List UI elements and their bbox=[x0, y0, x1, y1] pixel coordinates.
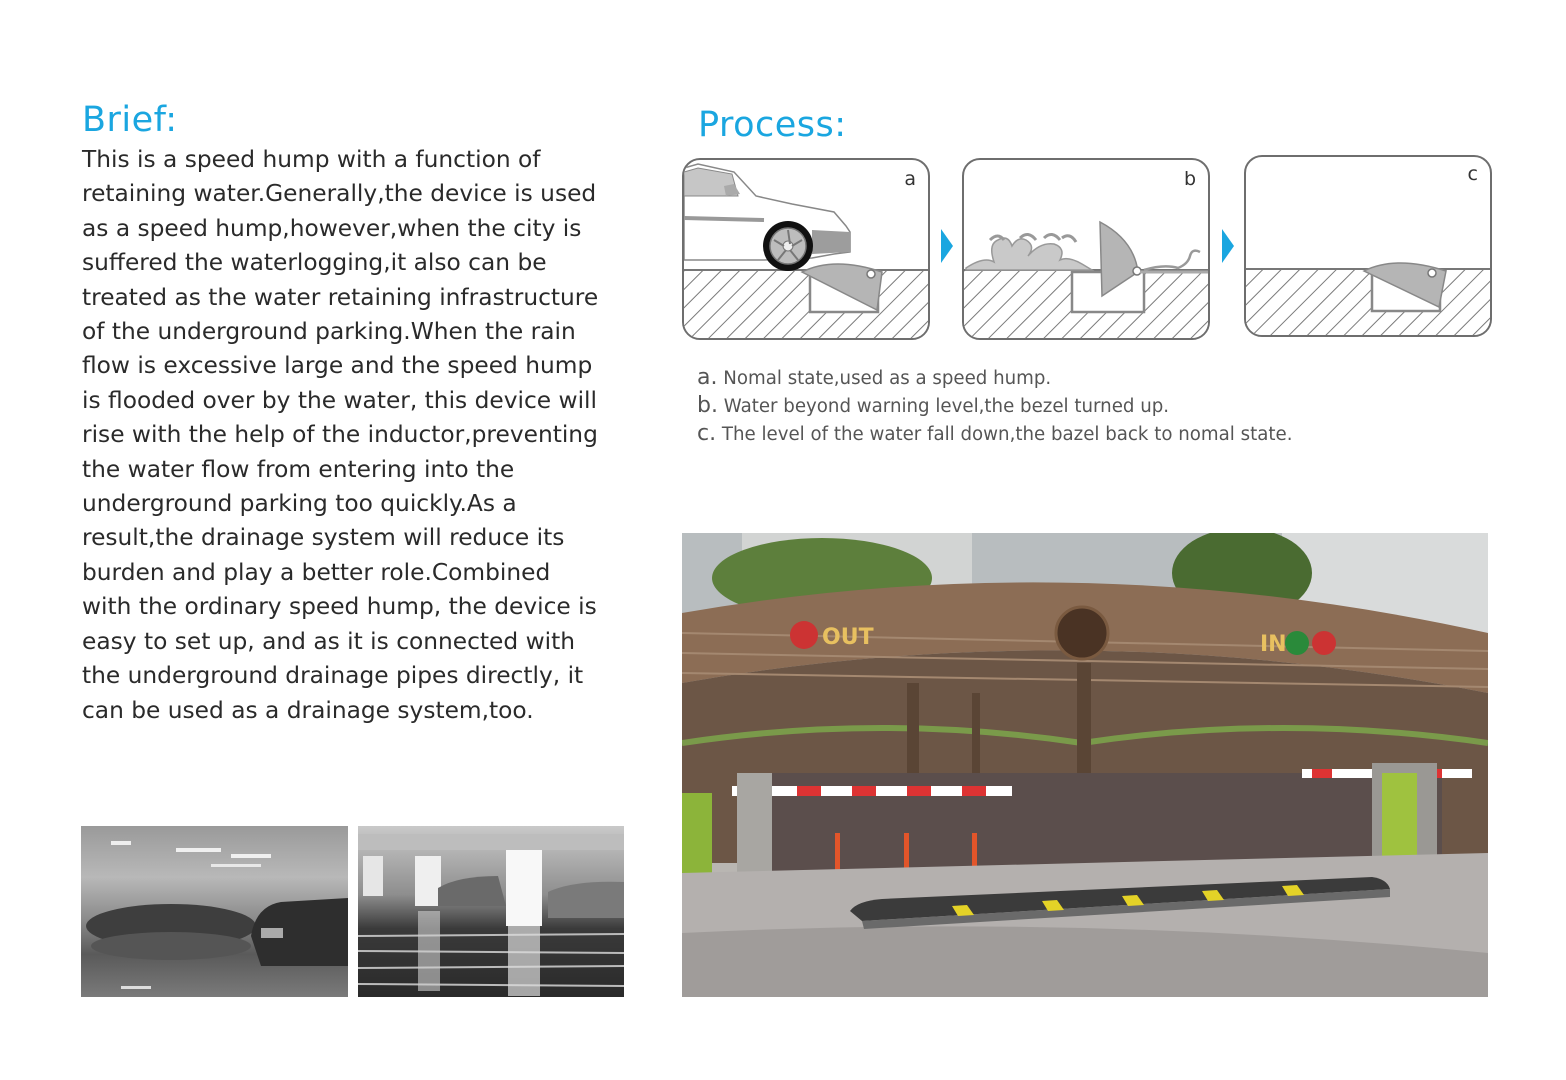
process-captions: a. Nomal state,used as a speed hump. b. … bbox=[697, 364, 1292, 448]
diagram-car-on-hump bbox=[684, 163, 928, 338]
process-heading: Process: bbox=[698, 105, 847, 145]
brief-line: result,the drainage system will reduce i… bbox=[82, 524, 565, 552]
brief-line: This is a speed hump with a function of bbox=[82, 146, 541, 173]
panel-label-b: b bbox=[1183, 168, 1196, 190]
process-panel-a: a bbox=[682, 158, 930, 340]
brief-paragraph: This is a speed hump with a function of … bbox=[82, 143, 642, 728]
next-arrow-icon bbox=[941, 229, 953, 263]
out-sign: OUT bbox=[822, 625, 874, 650]
brief-line: as a speed hump,however,when the city is bbox=[82, 214, 582, 242]
diagram-bezel-normal bbox=[1246, 262, 1490, 335]
brief-line: retaining water.Generally,the device is … bbox=[82, 180, 597, 208]
brief-line: of the underground parking.When the rain bbox=[82, 318, 576, 346]
brief-line: the underground drainage pipes directly,… bbox=[82, 662, 584, 690]
brief-line: rise with the help of the inductor,preve… bbox=[82, 421, 598, 449]
next-arrow-icon bbox=[1222, 229, 1234, 263]
brief-line: is flooded over by the water, this devic… bbox=[82, 386, 597, 414]
parking-entrance-photo: OUT IN bbox=[682, 533, 1488, 997]
flooded-garage-photo-2 bbox=[358, 826, 624, 997]
process-panel-c: c bbox=[1244, 155, 1492, 337]
panel-label-c: c bbox=[1467, 163, 1478, 185]
brief-heading: Brief: bbox=[82, 100, 178, 140]
caption-c: c. The level of the water fall down,the … bbox=[697, 421, 1293, 446]
flooded-garage-photo-1 bbox=[81, 826, 348, 997]
brief-line: flow is excessive large and the speed hu… bbox=[82, 352, 593, 380]
brief-line: can be used as a drainage system,too. bbox=[82, 696, 534, 724]
process-panel-b: b bbox=[962, 158, 1210, 340]
brief-line: underground parking too quickly.As a bbox=[82, 490, 517, 518]
brief-line: with the ordinary speed hump, the device… bbox=[82, 593, 597, 621]
brief-line: the water flow from entering into the bbox=[82, 455, 515, 483]
brief-line: treated as the water retaining infrastru… bbox=[82, 283, 599, 311]
brief-line: burden and play a better role.Combined bbox=[82, 558, 551, 586]
brief-line: suffered the waterlogging,it also can be bbox=[82, 249, 547, 277]
in-sign: IN bbox=[1260, 632, 1287, 657]
brief-line: easy to set up, and as it is connected w… bbox=[82, 627, 576, 655]
panel-label-a: a bbox=[904, 168, 916, 190]
diagram-water-bezel-up bbox=[964, 220, 1208, 338]
caption-b: b. Water beyond warning level,the bezel … bbox=[697, 393, 1170, 418]
caption-a: a. Nomal state,used as a speed hump. bbox=[697, 365, 1052, 390]
entrance-scene: OUT IN bbox=[682, 533, 1488, 997]
